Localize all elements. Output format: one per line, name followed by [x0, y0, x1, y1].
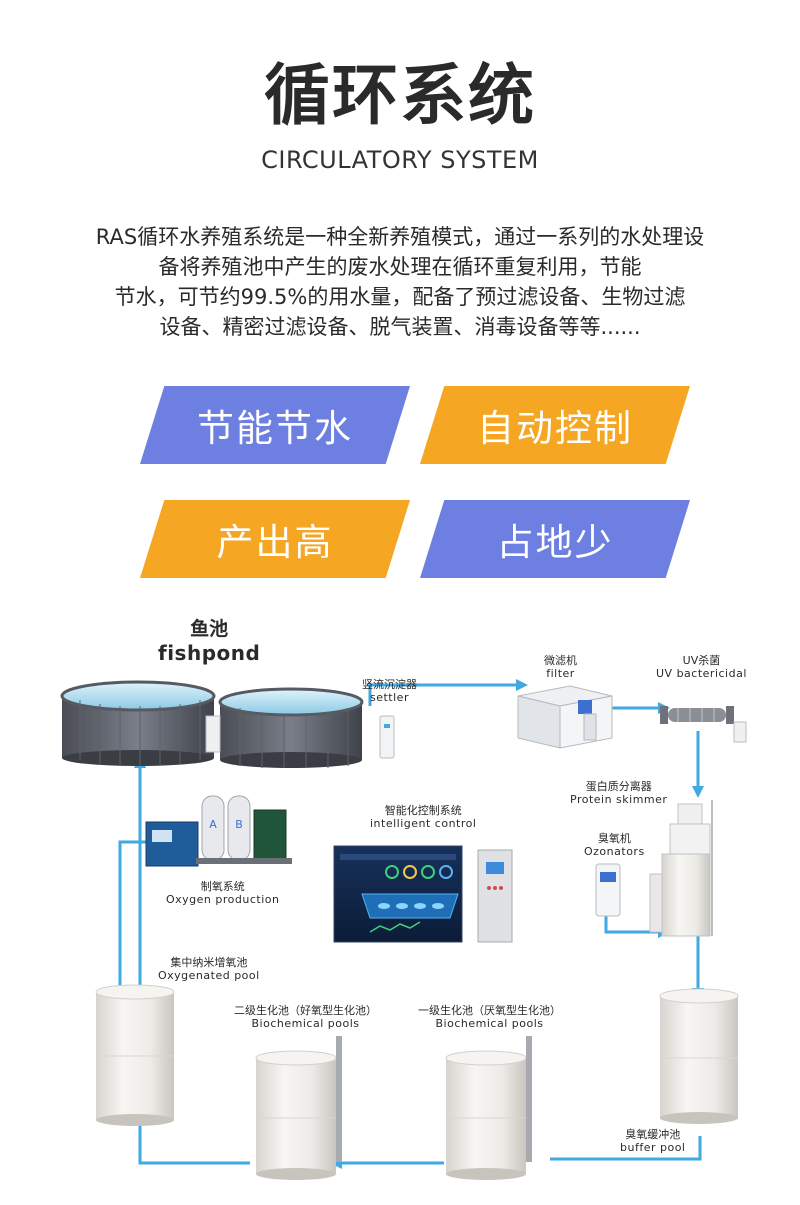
buffer-pool-tank	[659, 988, 739, 1124]
tank-marking-a: A	[209, 818, 217, 831]
label-intelligent-control: 智能化控制系统 intelligent control	[370, 804, 477, 831]
protein-skimmer-unit	[649, 800, 713, 937]
oxygenated-pool-tank	[95, 984, 175, 1126]
label-oxygen-production: 制氧系统 Oxygen production	[166, 880, 280, 907]
label-filter: 微滤机 filter	[544, 654, 577, 681]
pipe-pool-to-settler	[368, 683, 516, 706]
settler-unit	[379, 715, 395, 759]
intro-line: 备将养殖池中产生的废水处理在循环重复利用，节能	[158, 255, 642, 279]
circulation-diagram: A B	[40, 596, 760, 1186]
intro-line: 设备、精密过滤设备、脱气装置、消毒设备等等......	[159, 315, 641, 339]
intro-line: RAS循环水养殖系统是一种全新养殖模式，通过一系列的水处理设	[95, 225, 705, 249]
label-primary-biochemical-pool: 一级生化池（厌氧型生化池） Biochemical pools	[418, 1004, 561, 1031]
feature-badge-auto-control: 自动控制	[420, 386, 690, 464]
label-ozonators: 臭氧机 Ozonators	[584, 832, 645, 859]
pipe-oxygenated-to-pool	[118, 840, 155, 986]
label-protein-skimmer: 蛋白质分离器 Protein skimmer	[570, 780, 668, 807]
diagram-graphic: A B	[60, 679, 747, 1180]
uv-bactericidal-unit	[660, 706, 747, 743]
intro-line: 节水，可节约99.5%的用水量，配备了预过滤设备、生物过滤	[114, 285, 686, 309]
oxygen-production-unit: A B	[145, 795, 292, 867]
water-pipes	[118, 683, 702, 1165]
pipe-buffer-to-bio1	[550, 1136, 702, 1161]
label-secondary-biochemical-pool: 二级生化池（好氧型生化池） Biochemical pools	[234, 1004, 377, 1031]
fishpond-tanks	[60, 680, 364, 768]
pipe-ozonator	[604, 916, 670, 934]
label-buffer-pool: 臭氧缓冲池 buffer pool	[620, 1128, 686, 1155]
tank-marking-b: B	[235, 818, 243, 831]
feature-badge-energy-saving: 节能节水	[140, 386, 410, 464]
page-subtitle: CIRCULATORY SYSTEM	[261, 146, 539, 174]
arrow-down	[692, 786, 704, 798]
label-uv-bactericidal: UV杀菌 UV bactericidal	[656, 654, 747, 681]
feature-badge-high-output: 产出高	[140, 500, 410, 578]
page-title: 循环系统	[264, 57, 536, 134]
label-fishpond: 鱼池 fishpond	[158, 618, 261, 665]
label-oxygenated-pool: 集中纳米增氧池 Oxygenated pool	[158, 956, 260, 983]
control-system-unit	[333, 845, 513, 943]
secondary-biochemical-tank	[255, 1036, 342, 1180]
feature-badge-small-footprint: 占地少	[420, 500, 690, 578]
intro-paragraph: RAS循环水养殖系统是一种全新养殖模式，通过一系列的水处理设 备将养殖池中产生的…	[40, 222, 760, 342]
ozonator-unit	[595, 863, 621, 917]
micro-filter-unit	[517, 685, 613, 749]
arrow-right	[516, 679, 528, 691]
label-settler: 竖流沉淀器 settler	[362, 678, 417, 705]
primary-biochemical-tank	[445, 1036, 532, 1180]
